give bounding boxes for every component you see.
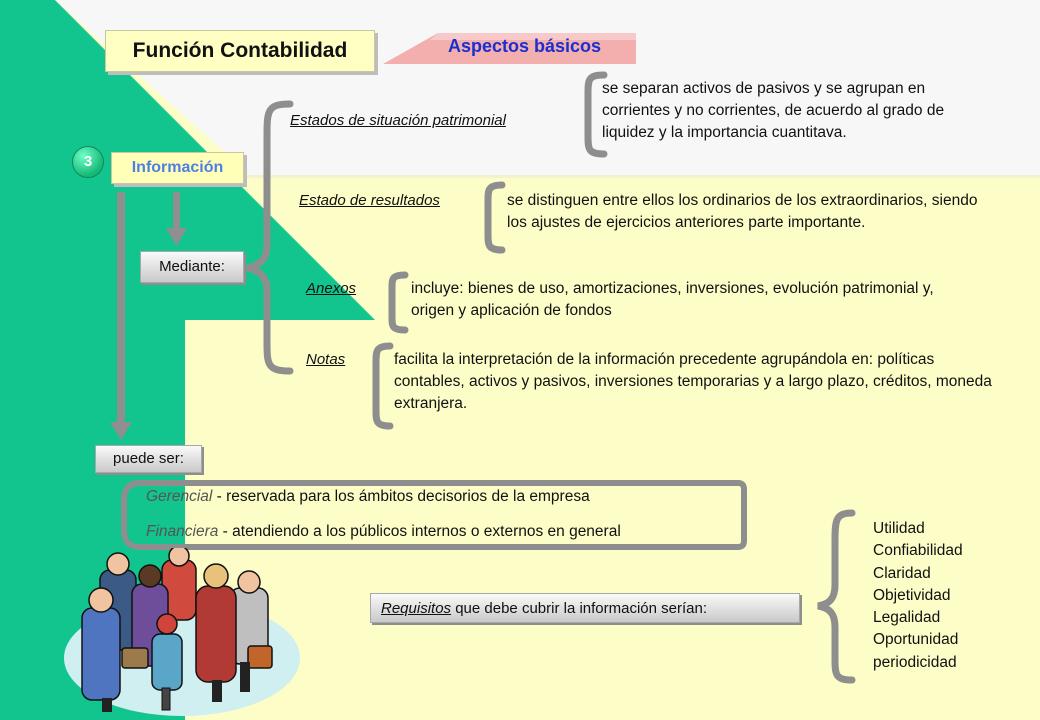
requirement-item: Objetividad xyxy=(873,586,951,604)
arrow-shaft-to-puede xyxy=(117,192,125,424)
type-gerencial: Gerencial - reservada para los ámbitos d… xyxy=(146,488,590,506)
type-financiera-text: - atendiendo a los públicos internos o e… xyxy=(218,523,621,540)
requirement-item: Legalidad xyxy=(873,609,941,627)
type-financiera: Financiera - atendiendo a los públicos i… xyxy=(146,523,621,541)
arrow-head-to-puede xyxy=(110,422,132,440)
bracket-anexos xyxy=(388,271,409,334)
requirements-list: Utilidad Confiabilidad Claridad Objetivi… xyxy=(873,518,963,674)
text-anexos: incluye: bienes de uso, amortizaciones, … xyxy=(411,280,934,319)
page-title: Función Contabilidad xyxy=(105,30,375,72)
requirement-item: periodicidad xyxy=(873,653,957,671)
ribbon-shape xyxy=(383,33,636,64)
requisitos-text: que debe cubrir la información serían: xyxy=(451,600,708,617)
bracket-notas xyxy=(372,342,394,430)
types-frame xyxy=(140,480,747,550)
type-gerencial-text: - reservada para los ámbitos decisorios … xyxy=(212,488,590,505)
heading-notas: Notas xyxy=(306,351,346,368)
main-brace xyxy=(246,100,294,375)
requisitos-box: Requisitos que debe cubrir la informació… xyxy=(370,593,800,623)
text-estado-resultados: se distinguen entre ellos los ordinarios… xyxy=(507,192,978,231)
requirement-item: Claridad xyxy=(873,564,931,582)
type-gerencial-name: Gerencial xyxy=(146,488,213,505)
type-financiera-name: Financiera xyxy=(146,523,219,540)
bracket-resultados xyxy=(484,181,506,254)
requirement-item: Utilidad xyxy=(873,520,925,537)
bracket-situacion xyxy=(584,71,608,158)
heading-anexos: Anexos xyxy=(306,280,357,297)
heading-estado-resultados: Estado de resultados xyxy=(299,192,440,209)
text-situacion-patrimonial: se separan activos de pasivos y se agrup… xyxy=(602,80,945,141)
requirement-item: Confiabilidad xyxy=(873,542,963,560)
text-notas: facilita la interpretación de la informa… xyxy=(394,351,992,412)
requirements-brace xyxy=(817,509,856,684)
requirement-item: Oportunidad xyxy=(873,631,959,649)
mediante-box: Mediante: xyxy=(140,251,244,283)
step-number-badge: 3 xyxy=(72,146,104,178)
arrow-shaft-to-mediante xyxy=(173,192,180,232)
ribbon-label: Aspectos básicos xyxy=(448,36,602,56)
people-group-clipart xyxy=(64,548,300,716)
requisitos-keyword: Requisitos xyxy=(381,600,452,617)
heading-situacion-patrimonial: Estados de situación patrimonial xyxy=(290,112,506,129)
puede-ser-box: puede ser: xyxy=(95,445,202,473)
info-box: Información xyxy=(111,152,244,184)
arrow-head-to-mediante xyxy=(166,228,187,246)
